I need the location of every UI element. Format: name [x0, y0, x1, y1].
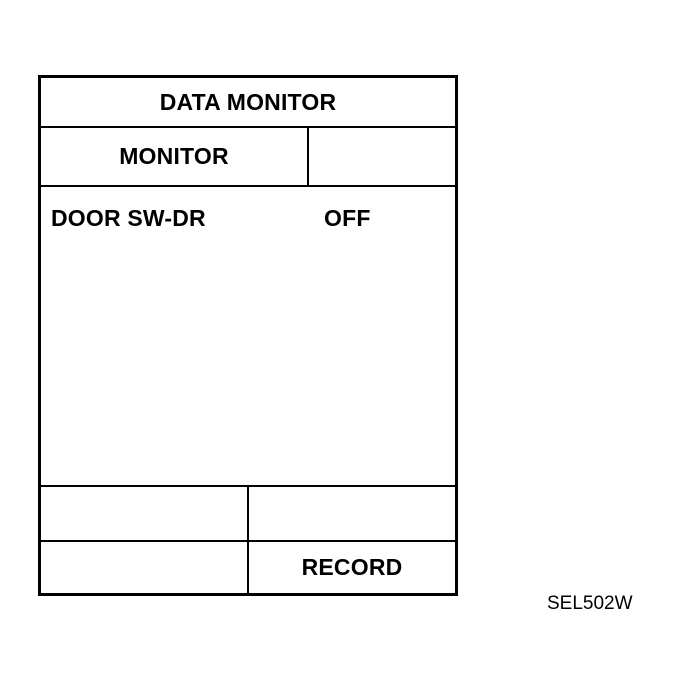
button-row-1: [41, 487, 455, 542]
title-bar: DATA MONITOR: [41, 78, 455, 128]
record-button[interactable]: RECORD: [249, 542, 455, 593]
button-row-2: RECORD: [41, 542, 455, 593]
data-monitor-screen: DATA MONITOR MONITOR DOOR SW-DR OFF RECO…: [38, 75, 458, 596]
monitor-data-area: DOOR SW-DR OFF: [41, 187, 455, 487]
blank-button-1[interactable]: [41, 487, 249, 540]
blank-button-2[interactable]: [249, 487, 455, 540]
figure-code: SEL502W: [547, 593, 633, 614]
record-button-label: RECORD: [301, 554, 403, 580]
monitor-header-cell: MONITOR: [41, 128, 309, 185]
blank-button-3[interactable]: [41, 542, 249, 593]
screen-title: DATA MONITOR: [159, 88, 337, 115]
item-name: DOOR SW-DR: [51, 205, 206, 231]
header-row: MONITOR: [41, 128, 455, 187]
monitor-item-door-sw-dr: DOOR SW-DR OFF: [41, 205, 455, 235]
item-value: OFF: [324, 205, 371, 231]
header-blank-cell: [309, 128, 455, 185]
monitor-label: MONITOR: [119, 143, 229, 169]
